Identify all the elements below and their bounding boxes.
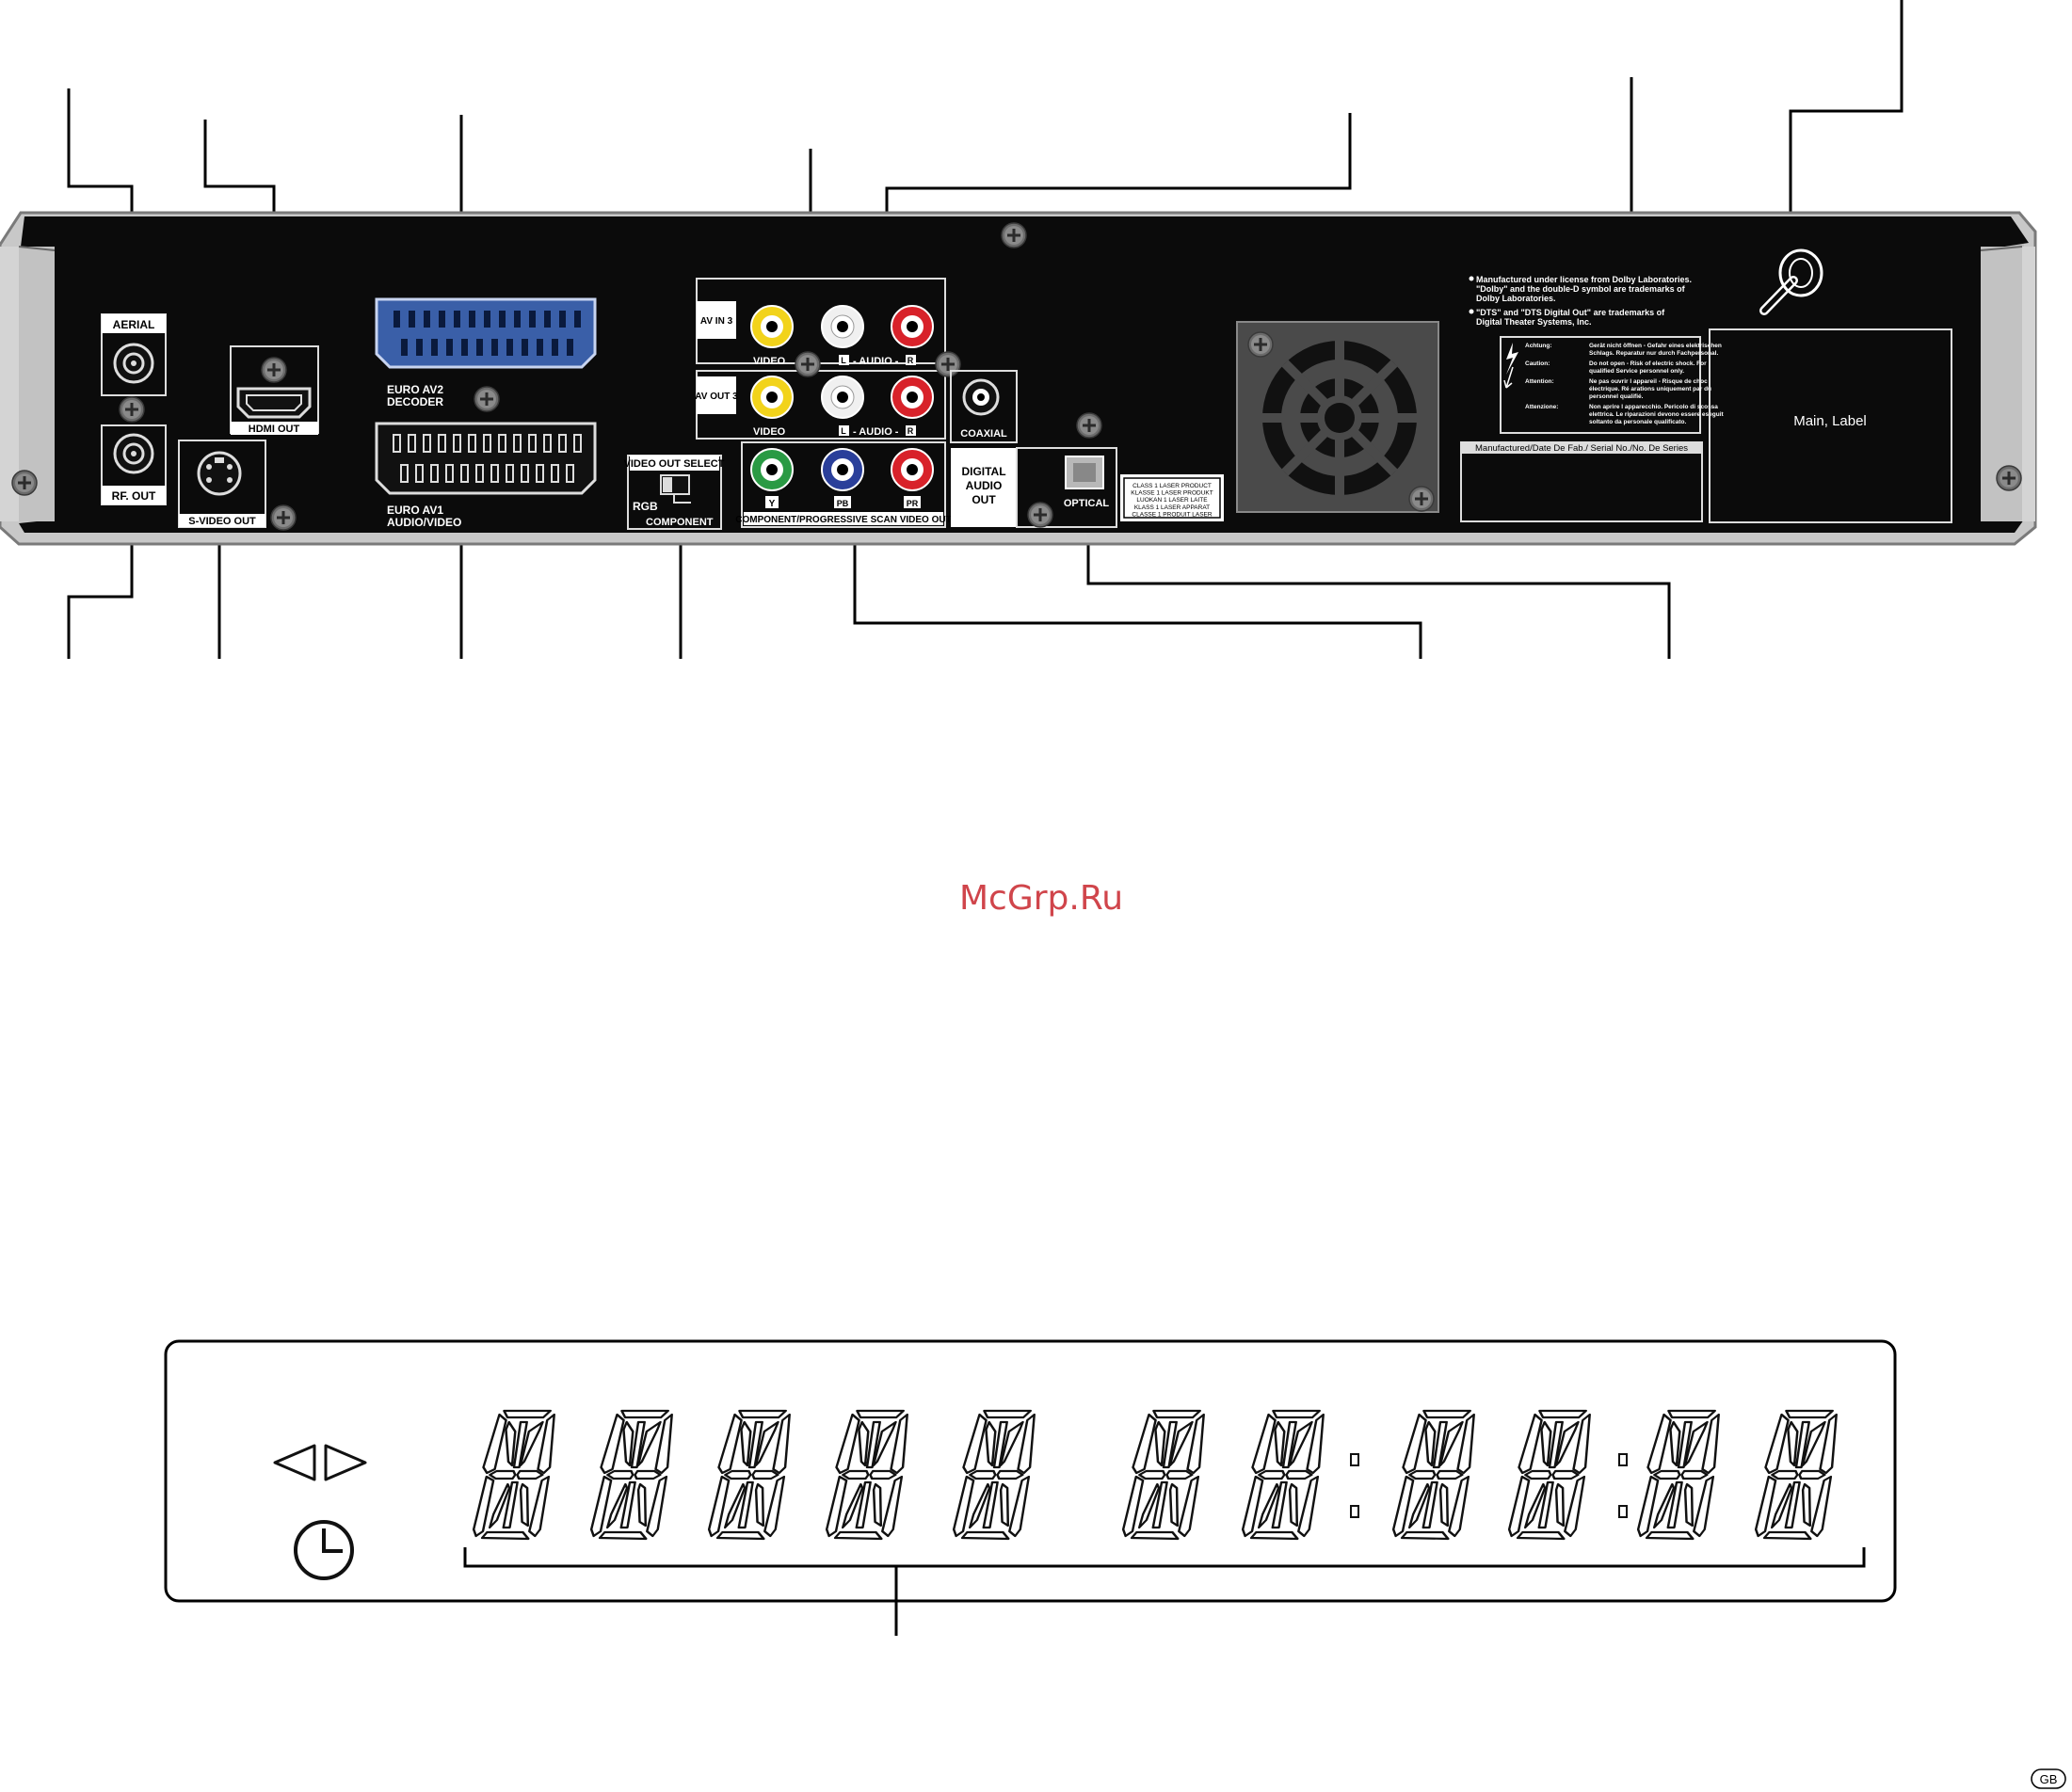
- warning-text: qualified Service personnel only.: [1589, 368, 1684, 375]
- optical-label: OPTICAL: [1064, 498, 1110, 509]
- laser-label-line: CLASS 1 LASER PRODUCT: [1132, 483, 1212, 489]
- display-panel: [164, 1339, 1897, 1603]
- dts-notice: "DTS" and "DTS Digital Out" are trademar…: [1469, 308, 1665, 327]
- warning-label: Achtung:: [1525, 343, 1552, 349]
- hdmi-port: [236, 387, 312, 419]
- screw-icon: [794, 350, 822, 378]
- audio-word: - AUDIO -: [853, 426, 899, 438]
- av-out3-video-label: VIDEO: [753, 426, 786, 438]
- warning-label: Attenzione:: [1525, 404, 1558, 410]
- euro-av1-label: EURO AV1: [387, 504, 443, 517]
- screw-icon: [934, 350, 962, 378]
- bullet-icon: [1469, 309, 1474, 314]
- play-direction-icon: [273, 1444, 367, 1481]
- component-pb-tag: PB: [837, 499, 849, 508]
- av-in3-label: AV IN 3: [700, 316, 733, 327]
- screw-icon: [118, 395, 146, 424]
- laser-label-line: CLASSE 1 PRODUIT LASER: [1132, 511, 1212, 518]
- component-pr-tag: PR: [907, 499, 919, 508]
- euro-av2-label: EURO AV2: [387, 383, 443, 396]
- warning-text: Non aprire l apparecchio. Pericolo di sc…: [1589, 404, 1718, 410]
- audio-r-tag: R: [908, 356, 914, 365]
- display-digits: [471, 1409, 1840, 1541]
- laser-label-line: LUOKAN 1 LASER LAITE: [1136, 497, 1208, 504]
- warning-text: Ne pas ouvrir l appareil - Risque de cho…: [1589, 378, 1708, 385]
- screw-icon: [473, 385, 501, 413]
- rgb-label: RGB: [633, 500, 658, 513]
- colon-dot: [1618, 1505, 1628, 1518]
- lightning-icon: [1506, 343, 1518, 375]
- audio-l-tag: L: [841, 426, 846, 436]
- audio-r-tag: R: [908, 426, 914, 436]
- svideo-port: [197, 451, 242, 496]
- screw-icon: [1075, 411, 1103, 440]
- watermark: McGrp.Ru: [959, 879, 1123, 918]
- aerial-label: AERIAL: [113, 318, 155, 331]
- digital-label: DIGITAL: [961, 465, 1005, 478]
- dts-notice-line: "DTS" and "DTS Digital Out" are trademar…: [1476, 308, 1665, 317]
- dolby-notice-line: "Dolby" and the double-D symbol are trad…: [1476, 284, 1686, 294]
- gb-badge-text: GB: [2040, 1772, 2058, 1786]
- rear-panel: AERIAL RF. OUT HDMI OUT S-VIDEO OUT: [0, 211, 2037, 546]
- main-label: Main, Label: [1793, 413, 1867, 429]
- audio-word: - AUDIO -: [853, 356, 899, 367]
- warning-box: [1500, 336, 1701, 434]
- clock-icon: [294, 1520, 354, 1580]
- laser-label-line: KLASS 1 LASER APPARAT: [1134, 504, 1210, 511]
- colon-dot: [1350, 1505, 1359, 1518]
- warning-text: Do not open - Risk of electric shock. Fo…: [1589, 360, 1707, 367]
- laser-label: [1120, 474, 1224, 521]
- rf-out-label: RF. OUT: [112, 489, 156, 503]
- warning-label: Attention:: [1525, 378, 1554, 385]
- audio-label: AUDIO: [966, 479, 1003, 492]
- svideo-out-label: S-VIDEO OUT: [188, 516, 256, 527]
- warning-text: personnel qualifié.: [1589, 393, 1644, 400]
- colon-dot: [1618, 1453, 1628, 1466]
- euro-av2-scart: [375, 297, 597, 369]
- coaxial-label: COAXIAL: [960, 428, 1007, 440]
- front-display: [164, 1339, 1897, 1636]
- component-y-tag: Y: [769, 499, 776, 509]
- screw-icon: [260, 356, 288, 384]
- warning-label: Caution:: [1525, 360, 1550, 367]
- av-out3-label: AV OUT 3: [695, 392, 738, 402]
- warning-text: soltanto da personale qualificato.: [1589, 419, 1686, 425]
- colon-dot: [1350, 1453, 1359, 1466]
- component-scan-label: COMPONENT/PROGRESSIVE SCAN VIDEO OUT: [735, 515, 951, 525]
- audio-video-label: AUDIO/VIDEO: [387, 516, 461, 529]
- screw-icon: [269, 504, 297, 532]
- out-label: OUT: [972, 493, 996, 506]
- dolby-notice-line: Manufactured under license from Dolby La…: [1476, 275, 1692, 284]
- component-label: COMPONENT: [646, 517, 714, 528]
- hdmi-out-label: HDMI OUT: [249, 424, 300, 435]
- dts-notice-line: Digital Theater Systems, Inc.: [1476, 317, 1592, 327]
- gb-badge: [2031, 1768, 2066, 1789]
- screw-icon: [1407, 485, 1436, 513]
- warning-text: électrique. Ré arations uniquement par d…: [1589, 386, 1711, 392]
- warning-text: elettrica. Le riparazioni devono essere …: [1589, 411, 1725, 418]
- main-label-box: [1709, 328, 1952, 523]
- screw-icon: [10, 469, 39, 497]
- screw-icon: [1000, 221, 1028, 249]
- screw-icon: [1246, 330, 1275, 359]
- video-out-select-label: VIDEO OUT SELECT: [624, 458, 725, 470]
- screw-icon: [1026, 501, 1054, 529]
- manufactured-label: Manufactured/Date De Fab./ Serial No./No…: [1475, 443, 1688, 454]
- warning-text: Gerät nicht öffnen - Gefahr eines elektr…: [1589, 343, 1722, 349]
- dolby-notice: Manufactured under license from Dolby La…: [1469, 275, 1692, 303]
- bullet-icon: [1469, 276, 1474, 281]
- display-bracket: [463, 1547, 1866, 1568]
- warning-text: Schlags. Reparatur nur durch Fachpersona…: [1589, 350, 1718, 357]
- av-in3-video-label: VIDEO: [753, 356, 786, 367]
- audio-l-tag: L: [841, 356, 846, 365]
- laser-label-line: KLASSE 1 LASER PRODUKT: [1131, 490, 1213, 497]
- screw-icon: [1995, 464, 2023, 492]
- decoder-label: DECODER: [387, 395, 443, 408]
- dolby-notice-line: Dolby Laboratories.: [1476, 294, 1556, 303]
